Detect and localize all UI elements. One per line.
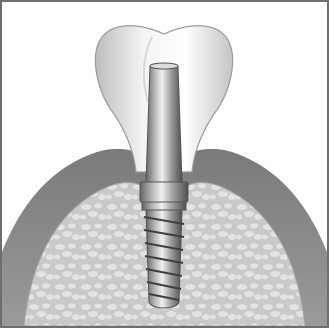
implant-screw-icon [144, 210, 184, 308]
dental-implant-illustration [2, 2, 327, 326]
